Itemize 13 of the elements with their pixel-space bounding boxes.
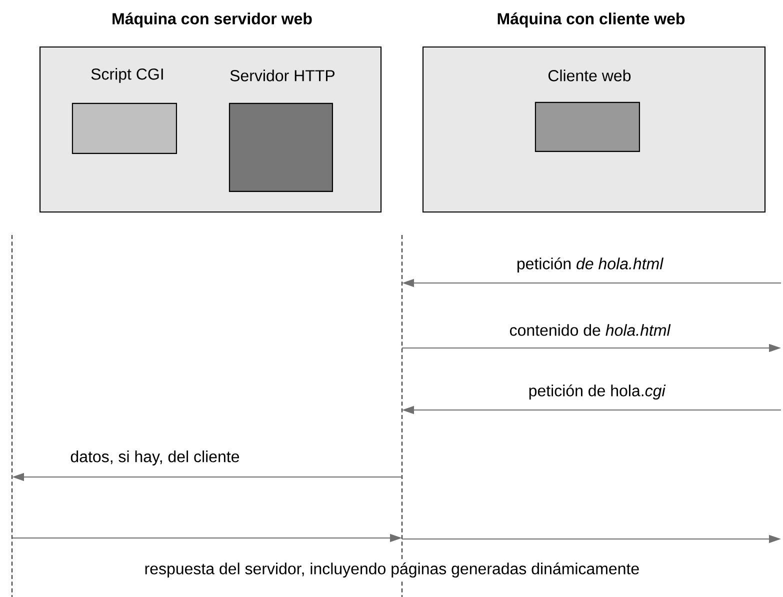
- edge-label: respuesta del servidor, incluyendo páginas generadas dinámicamente: [142, 560, 642, 580]
- edge-label: petición de hola.cgi: [526, 382, 668, 402]
- edge-label: datos, si hay, del cliente: [68, 448, 242, 468]
- edge-label: contenido de hola.html: [506, 321, 674, 339]
- node-label: Servidor HTTP: [230, 70, 335, 82]
- component-box: Script CGI: [72, 68, 177, 154]
- component-box: Cliente web: [534, 70, 640, 152]
- node-label: Máquina con cliente web: [498, 12, 685, 28]
- node-label: Máquina con servidor web: [112, 12, 312, 28]
- node-label: Script CGI: [91, 68, 163, 83]
- node-label: Cliente web: [548, 70, 631, 82]
- edge-label: petición de hola.html: [514, 254, 666, 276]
- component-box: Servidor HTTP: [228, 70, 334, 192]
